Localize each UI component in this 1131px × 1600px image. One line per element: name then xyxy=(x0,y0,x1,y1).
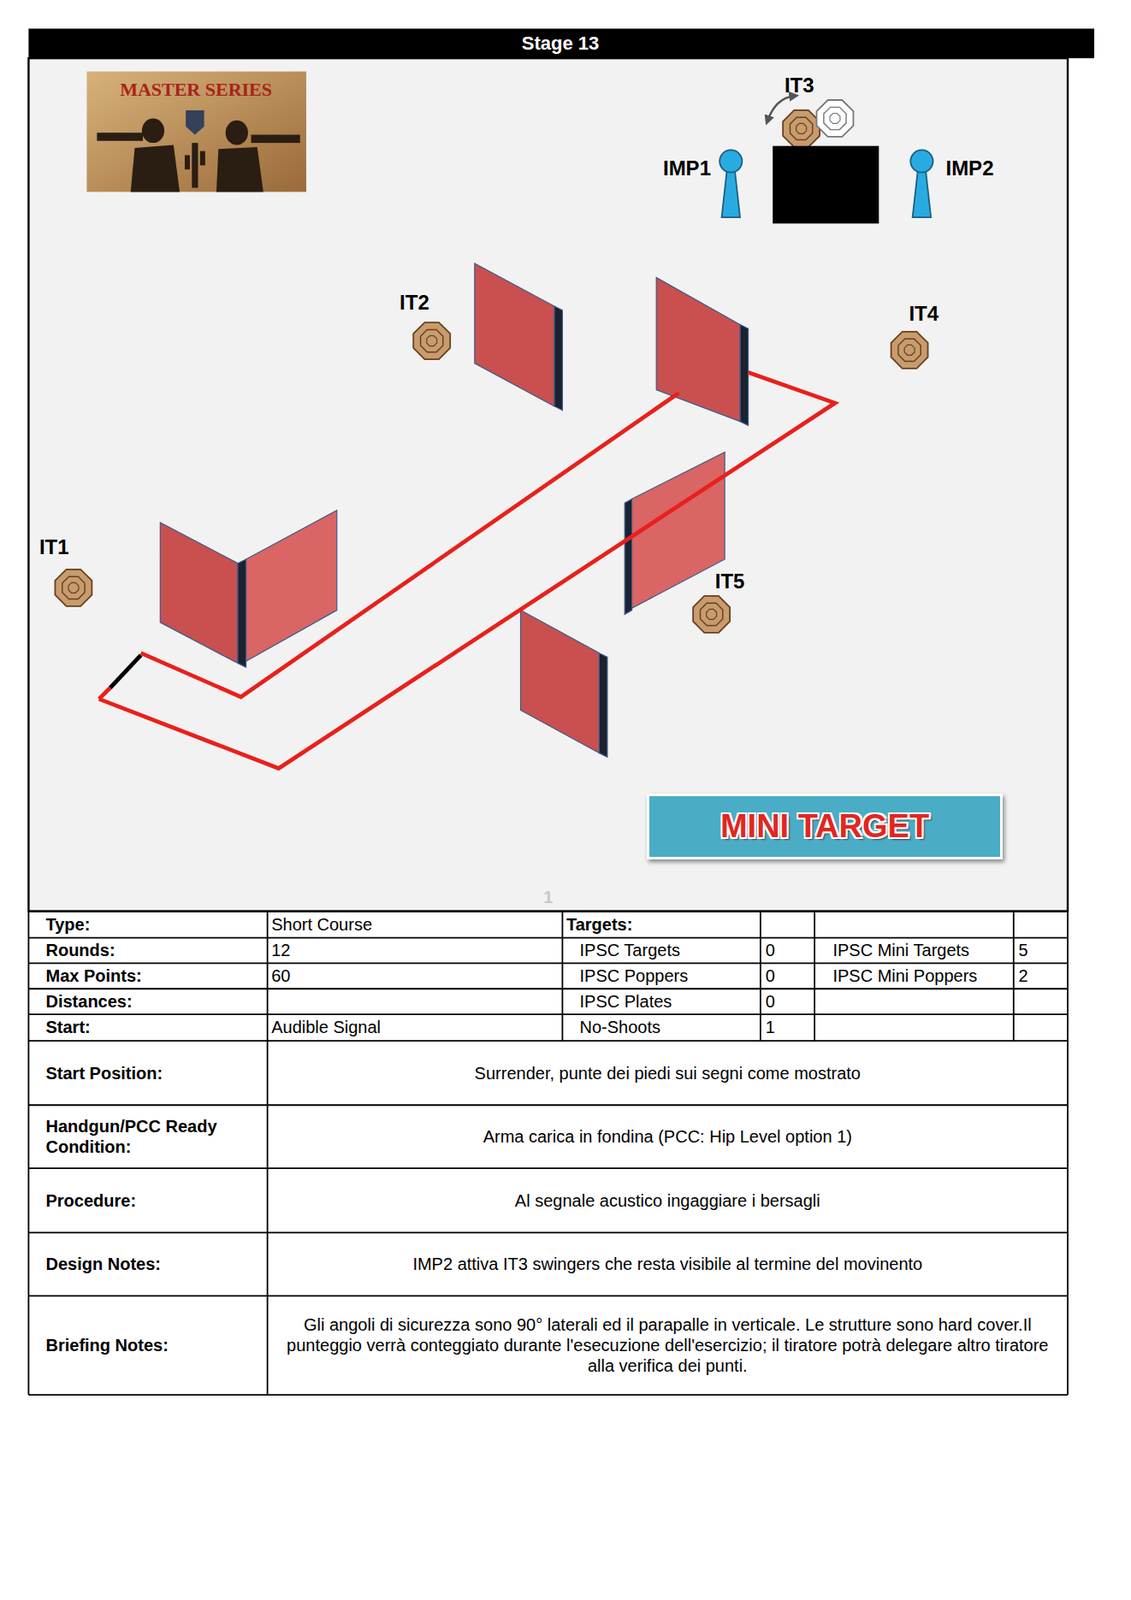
cell-text: IMP2 attiva IT3 swingers che resta visib… xyxy=(412,1254,923,1275)
target-label: IT4 xyxy=(908,301,939,326)
target-label: IT3 xyxy=(784,73,815,98)
table-cell: 0 xyxy=(761,938,814,963)
cell-text: 60 xyxy=(271,965,291,987)
table-header-cell: Procedure: xyxy=(29,1169,267,1232)
table-header-cell: Start: xyxy=(29,1015,267,1041)
table-cell: IPSC Plates xyxy=(562,989,759,1014)
logo-text: MASTER SERIES xyxy=(119,78,273,101)
target-label: IMP2 xyxy=(945,156,994,181)
cell-text: No-Shoots xyxy=(579,1017,661,1038)
cell-text: Rounds: xyxy=(45,940,115,961)
table-header-cell: Targets: xyxy=(562,911,759,937)
table-cell: IMP2 attiva IT3 swingers che resta visib… xyxy=(268,1233,1067,1296)
table-cell: IPSC Mini Poppers xyxy=(815,964,1013,989)
table-header-cell: Start Position: xyxy=(29,1042,267,1105)
table-cell: Audible Signal xyxy=(268,1015,563,1041)
cell-text: Design Notes: xyxy=(45,1254,160,1275)
target-label: IT1 xyxy=(39,535,70,560)
table-cell: IPSC Poppers xyxy=(562,964,759,989)
cell-text: Short Course xyxy=(271,914,373,936)
table-cell: IPSC Mini Targets xyxy=(815,938,1013,963)
cell-text: Distances: xyxy=(45,991,132,1013)
table-cell: Gli angoli di sicurezza sono 90° lateral… xyxy=(268,1296,1067,1395)
cell-text: 0 xyxy=(765,991,776,1013)
target-label: IT5 xyxy=(715,569,746,594)
cell-text: Arma carica in fondina (PCC: Hip Level o… xyxy=(483,1126,853,1148)
table-cell: 60 xyxy=(268,964,563,989)
table-cell: 5 xyxy=(1014,938,1067,963)
cell-text: Procedure: xyxy=(45,1190,137,1212)
cell-text: IPSC Targets xyxy=(579,940,680,961)
banner-text: MINI TARGET xyxy=(720,808,930,846)
table-header-cell: Distances: xyxy=(29,989,267,1014)
table-cell: 12 xyxy=(268,938,563,963)
table-cell: IPSC Targets xyxy=(562,938,759,963)
cell-text: 0 xyxy=(765,940,776,961)
table-header-cell: Rounds: xyxy=(29,938,267,963)
cell-text: Handgun/PCC Ready Condition: xyxy=(45,1116,263,1158)
target-label: IT2 xyxy=(399,290,430,315)
stage-title: Stage 13 xyxy=(521,32,600,55)
cell-text: Audible Signal xyxy=(271,1017,381,1038)
table-cell: 0 xyxy=(761,964,814,989)
cell-text: 12 xyxy=(271,940,291,961)
cell-text: Start: xyxy=(45,1017,90,1038)
table-cell: Short Course xyxy=(268,911,563,937)
cell-text: 0 xyxy=(765,965,776,987)
cell-text: IPSC Mini Poppers xyxy=(832,965,978,987)
cell-text: Type: xyxy=(45,914,90,936)
page-number: 1 xyxy=(543,887,553,907)
cell-text: Start Position: xyxy=(45,1063,163,1084)
table-cell: Surrender, punte dei piedi sui segni com… xyxy=(268,1042,1067,1105)
cell-text: 5 xyxy=(1018,940,1029,961)
cell-text: Targets: xyxy=(566,914,633,936)
table-cell: 0 xyxy=(761,989,814,1014)
table-cell: 2 xyxy=(1014,964,1067,989)
table-header-cell: Type: xyxy=(29,911,267,937)
cell-text: Max Points: xyxy=(45,965,142,987)
mini-target-banner: MINI TARGET xyxy=(646,793,1002,859)
cell-text: IPSC Poppers xyxy=(579,965,688,987)
table-header-cell: Handgun/PCC Ready Condition: xyxy=(29,1106,267,1168)
cell-text: Surrender, punte dei piedi sui segni com… xyxy=(474,1063,861,1084)
table-cell: Al segnale acustico ingaggiare i bersagl… xyxy=(268,1169,1067,1232)
cell-text: Gli angoli di sicurezza sono 90° lateral… xyxy=(278,1314,1058,1377)
target-label: IMP1 xyxy=(663,156,711,181)
table-header-cell: Briefing Notes: xyxy=(29,1296,267,1395)
cell-text: 2 xyxy=(1018,965,1029,987)
cell-text: Al segnale acustico ingaggiare i bersagl… xyxy=(515,1190,821,1212)
table-header-cell: Design Notes: xyxy=(29,1233,267,1296)
table-cell: No-Shoots xyxy=(562,1015,759,1041)
cell-text: IPSC Mini Targets xyxy=(832,940,970,961)
table-cell: 1 xyxy=(761,1015,814,1041)
table-cell: Arma carica in fondina (PCC: Hip Level o… xyxy=(268,1106,1067,1168)
cell-text: Briefing Notes: xyxy=(45,1335,168,1357)
table-header-cell: Max Points: xyxy=(29,964,267,989)
cell-text: IPSC Plates xyxy=(579,991,672,1013)
cell-text: 1 xyxy=(765,1017,776,1038)
